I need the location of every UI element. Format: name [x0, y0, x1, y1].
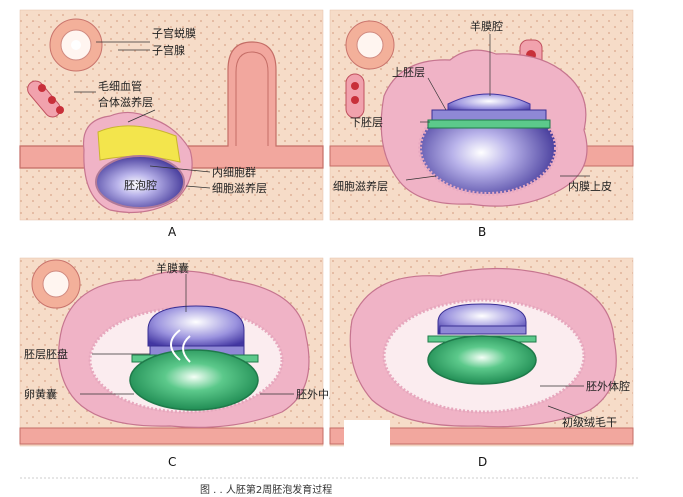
figure-caption: 图 . . 人胚第2周胚泡发育过程: [200, 483, 332, 496]
uterine-gland-b: [345, 20, 395, 70]
label-decidua: 子宫蜕膜: [152, 26, 196, 40]
leader-lines-b: [405, 34, 590, 181]
label-cytotrophoblast-b: 细胞滋养层: [333, 179, 388, 193]
yolk-sac-c: [129, 349, 259, 411]
capillary-a: [27, 80, 64, 118]
label-blastocoel: 胚泡腔: [124, 178, 157, 192]
panel-b: 羊膜腔 上胚层 下胚层 细胞滋养层 内膜上皮 B: [329, 9, 634, 239]
label-extraembryonic-coelom: 胚外体腔: [586, 379, 630, 393]
label-uterine-gland: 子宫腺: [152, 43, 185, 57]
hypoblast-b: [427, 119, 551, 129]
amniotic-cavity-b: [447, 93, 531, 113]
label-cytotrophoblast-a: 细胞滋养层: [212, 181, 267, 195]
leader-lines-d: [540, 385, 587, 421]
panel-letter-c: C: [168, 455, 176, 469]
label-inner-cell-mass: 内细胞群: [212, 165, 256, 179]
leader-lines-a: [74, 41, 211, 189]
label-capillary: 毛细血管: [98, 79, 142, 93]
yolk-sac-d: [427, 335, 537, 385]
leader-lines-c: [80, 274, 294, 395]
panel-letter-b: B: [478, 225, 486, 239]
epiblast-d: [439, 325, 527, 335]
uterine-gland-a: [49, 18, 103, 72]
label-epiblast: 上胚层: [392, 66, 425, 79]
epiblast-b: [431, 109, 547, 121]
panel-letter-a: A: [168, 225, 177, 239]
label-endometrium: 内膜上皮: [568, 179, 612, 193]
label-bilaminar-disc: 胚层胚盘: [24, 347, 68, 361]
panel-letter-d: D: [478, 455, 487, 469]
panel-d: 胚外体腔 初级绒毛干 D: [329, 257, 634, 469]
label-primary-villi: 初级绒毛干: [562, 415, 617, 429]
blastocyst-a: [82, 111, 193, 214]
uterine-gland-c: [31, 259, 81, 309]
label-amniotic-cavity: 羊膜腔: [470, 19, 503, 33]
amniotic-sac-c: [147, 305, 245, 347]
panel-a: 子宫蜕膜 子宫腺 毛细血管 合体滋养层 内细胞群 胚泡腔 细胞滋养层 A: [19, 9, 324, 239]
label-hypoblast: 下胚层: [350, 116, 383, 129]
label-amniotic-sac: 羊膜囊: [156, 261, 189, 275]
panel-c: 羊膜囊 胚层胚盘 卵黄囊 胚外中胚层 C: [19, 257, 351, 469]
label-syncytiotrophoblast: 合体滋养层: [98, 95, 153, 109]
label-yolk-sac: 卵黄囊: [24, 387, 57, 401]
